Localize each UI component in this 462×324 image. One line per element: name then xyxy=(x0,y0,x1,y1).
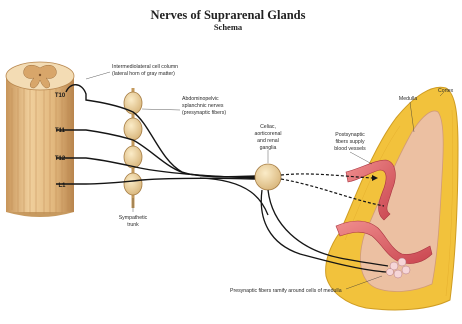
spinal-cord xyxy=(6,62,74,217)
label-postsynaptic-line3: blood vessels xyxy=(334,146,366,152)
label-lateral-horn-line2: (lateral horn of gray matter) xyxy=(112,71,175,77)
label-ganglia-line4: ganglia xyxy=(260,145,277,151)
diagram-subtitle: Schema xyxy=(214,22,243,32)
label-ganglia-line3: and renal xyxy=(257,138,279,144)
label-splanchnic-line3: (presynaptic fibers) xyxy=(182,110,226,116)
diagram-title: Nerves of Suprarenal Glands xyxy=(151,8,306,22)
label-presynaptic-ramify: Presynaptic fibers ramify around cells o… xyxy=(230,288,342,294)
segment-label-t12: T12 xyxy=(55,156,66,162)
label-sympathetic-trunk-line2: trunk xyxy=(127,222,139,228)
label-ganglia-line1: Celiac, xyxy=(260,124,276,130)
label-lateral-horn-line1: Intermediolateral cell column xyxy=(112,64,178,70)
segment-label-t10: T10 xyxy=(55,93,66,99)
label-cortex: Cortex xyxy=(438,88,454,94)
label-splanchnic-line1: Abdominopelvic xyxy=(182,96,219,102)
sympathetic-trunk xyxy=(124,88,142,208)
label-postsynaptic-line1: Postsynaptic xyxy=(335,132,365,138)
label-splanchnic-line2: splanchnic nerves xyxy=(182,103,224,109)
label-ganglia-line2: aorticorenal xyxy=(254,131,281,137)
presynaptic-fibers xyxy=(56,85,255,184)
segment-label-t11: T11 xyxy=(55,128,66,134)
label-postsynaptic-line2: fibers supply xyxy=(335,139,365,145)
label-sympathetic-trunk-line1: Sympathetic xyxy=(119,215,148,221)
label-medulla: Medulla xyxy=(399,96,417,102)
celiac-ganglion xyxy=(255,164,281,190)
